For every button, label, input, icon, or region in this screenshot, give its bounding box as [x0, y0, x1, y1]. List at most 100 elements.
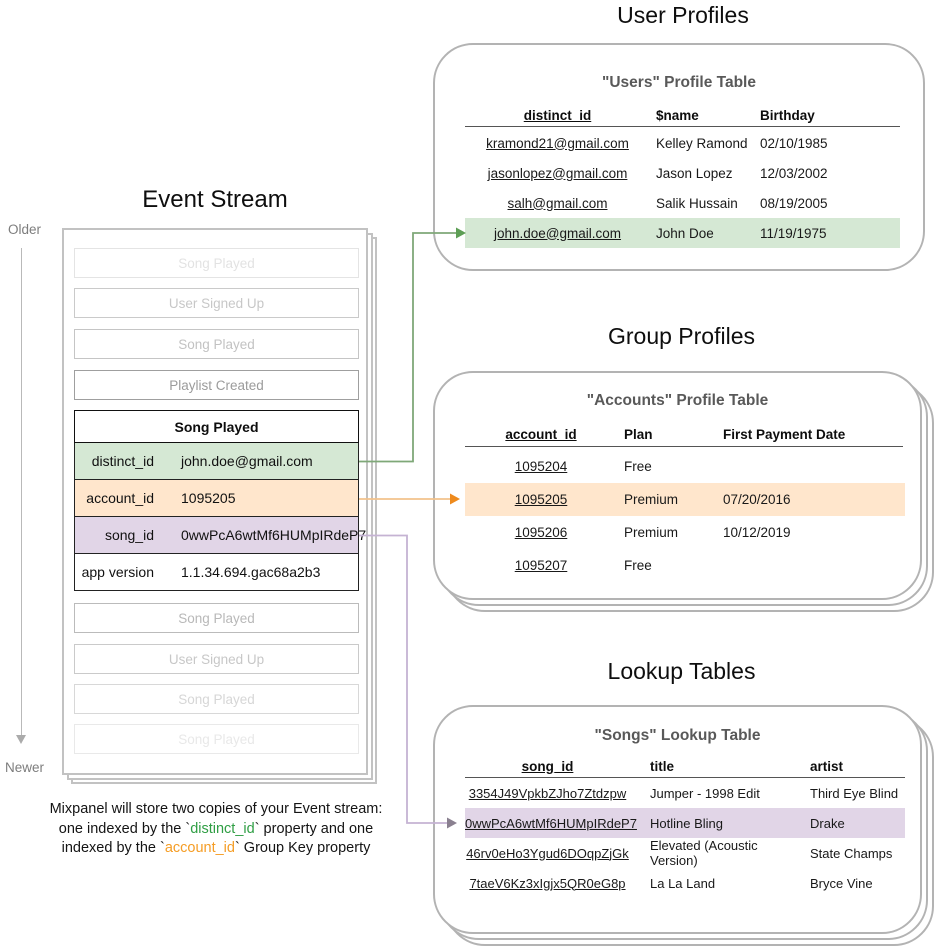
- property-key: app version: [81, 564, 154, 580]
- event-box-faded: Song Played: [74, 329, 359, 359]
- table-row: 3354J49VpkbZJho7Ztdzpw Jumper - 1998 Edi…: [465, 778, 905, 808]
- cell-plan: Free: [624, 459, 652, 474]
- property-key: account_id: [86, 490, 154, 506]
- cell-first-payment-date: 07/20/2016: [723, 492, 791, 507]
- column-header-name: $name: [656, 107, 699, 123]
- event-box: Playlist Created: [74, 370, 359, 400]
- event-box-faded: Song Played: [74, 603, 359, 633]
- caption-line-1: Mixpanel will store two copies of your E…: [49, 801, 383, 817]
- table-row: 1095206 Premium 10/12/2019: [465, 516, 905, 549]
- cell-song-id-link[interactable]: 3354J49VpkbZJho7Ztdzpw: [468, 785, 627, 801]
- table-row: 1095204 Free: [465, 450, 905, 483]
- cell-distinct-id-link[interactable]: kramond21@gmail.com: [486, 135, 629, 151]
- cell-plan: Premium: [624, 492, 679, 507]
- column-header-artist: artist: [810, 758, 844, 774]
- caption-text: ` Group Key property: [234, 840, 371, 856]
- cell-name: Salik Hussain: [656, 195, 738, 211]
- cell-birthday: 08/19/2005: [760, 195, 828, 211]
- cell-song-id-link[interactable]: 7taeV6Kz3xIgjx5QR0eG8p: [469, 875, 626, 891]
- cell-account-id-link[interactable]: 1095207: [514, 558, 568, 573]
- cell-distinct-id-link[interactable]: john.doe@gmail.com: [493, 225, 622, 241]
- cell-title: Jumper - 1998 Edit: [650, 785, 760, 801]
- cell-account-id-link[interactable]: 1095205: [514, 492, 568, 507]
- event-detail-title: Song Played: [74, 410, 359, 443]
- event-box-faded: User Signed Up: [74, 644, 359, 674]
- cell-title: La La Land: [650, 875, 716, 891]
- cell-birthday: 02/10/1985: [760, 135, 828, 151]
- caption-line-2: one indexed by the `distinct_id` propert…: [21, 820, 411, 840]
- table-row: 46rv0eHo3Ygud6DOqpZjGk Elevated (Acousti…: [465, 838, 905, 868]
- cell-birthday: 12/03/2002: [760, 165, 828, 181]
- cell-artist: Third Eye Blind: [810, 785, 899, 801]
- accounts-table-title: "Accounts" Profile Table: [586, 392, 769, 409]
- cell-birthday: 11/19/1975: [760, 225, 827, 241]
- header-divider: [465, 777, 905, 778]
- cell-name: John Doe: [656, 225, 714, 241]
- cell-distinct-id-link[interactable]: jasonlopez@gmail.com: [487, 165, 628, 181]
- property-value: 1095205: [181, 490, 236, 506]
- cell-plan: Premium: [624, 525, 679, 540]
- column-header-account-id: account_id: [505, 426, 577, 442]
- caption-line-3: indexed by the `account_id` Group Key pr…: [21, 839, 411, 859]
- cell-name: Kelley Ramond: [656, 135, 748, 151]
- cell-song-id-link[interactable]: 46rv0eHo3Ygud6DOqpZjGk: [466, 845, 629, 861]
- older-label: Older: [8, 222, 42, 237]
- arrow-down-icon: [16, 735, 26, 744]
- table-row-highlighted: 0wwPcA6wtMf6HUMpIRdeP7 Hotline Bling Dra…: [465, 808, 905, 838]
- cell-account-id-link[interactable]: 1095206: [514, 525, 568, 540]
- property-value: 1.1.34.694.gac68a2b3: [181, 564, 321, 580]
- time-axis-line: [21, 248, 22, 735]
- event-box-faded: Song Played: [74, 248, 359, 278]
- cell-artist: State Champs: [810, 845, 893, 861]
- table-row: 1095207 Free: [465, 549, 905, 582]
- accounts-table-header: account_id Plan First Payment Date: [465, 423, 905, 445]
- users-table-title: "Users" Profile Table: [602, 74, 756, 91]
- cell-title: Hotline Bling: [650, 815, 723, 831]
- newer-label: Newer: [5, 760, 45, 775]
- table-row: jasonlopez@gmail.com Jason Lopez 12/03/2…: [465, 158, 900, 188]
- cell-distinct-id-link[interactable]: salh@gmail.com: [507, 195, 608, 211]
- column-header-birthday: Birthday: [760, 107, 815, 123]
- table-row: 7taeV6Kz3xIgjx5QR0eG8p La La Land Bryce …: [465, 868, 905, 898]
- distinct-id-highlight: distinct_id: [190, 820, 255, 837]
- event-box-faded: Song Played: [74, 684, 359, 714]
- cell-song-id-link[interactable]: 0wwPcA6wtMf6HUMpIRdeP7: [465, 815, 637, 831]
- cell-first-payment-date: 10/12/2019: [723, 525, 791, 540]
- caption-text: indexed by the `: [61, 840, 165, 856]
- cell-account-id-link[interactable]: 1095204: [514, 459, 568, 474]
- event-property-row-song-id: song_id 0wwPcA6wtMf6HUMpIRdeP7: [74, 517, 366, 554]
- property-value: john.doe@gmail.com: [181, 453, 313, 469]
- cell-title: Elevated (Acoustic Version): [650, 838, 758, 868]
- cell-plan: Free: [624, 558, 652, 573]
- header-divider: [465, 446, 903, 447]
- event-box-faded: Song Played: [74, 724, 359, 754]
- cell-artist: Drake: [810, 815, 845, 831]
- cell-artist: Bryce Vine: [810, 875, 873, 891]
- event-stream-title: Event Stream: [142, 186, 288, 213]
- table-row-highlighted: 1095205 Premium 07/20/2016: [465, 483, 905, 516]
- column-header-plan: Plan: [624, 426, 653, 442]
- header-divider: [465, 126, 900, 127]
- user-profiles-title: User Profiles: [617, 2, 749, 28]
- event-box-faded: User Signed Up: [74, 288, 359, 318]
- column-header-first-payment-date: First Payment Date: [723, 426, 846, 442]
- table-row: salh@gmail.com Salik Hussain 08/19/2005: [465, 188, 900, 218]
- songs-table-header: song_id title artist: [465, 755, 905, 777]
- cell-name: Jason Lopez: [656, 165, 733, 181]
- caption-text: one indexed by the `: [58, 820, 191, 837]
- table-row: kramond21@gmail.com Kelley Ramond 02/10/…: [465, 128, 900, 158]
- users-table-header: distinct_id $name Birthday: [465, 104, 900, 126]
- column-header-distinct-id: distinct_id: [523, 107, 592, 123]
- footnote-caption: Mixpanel will store two copies of your E…: [21, 800, 411, 859]
- songs-table-title: "Songs" Lookup Table: [594, 727, 761, 744]
- lookup-tables-title: Lookup Tables: [607, 658, 756, 684]
- event-property-row-distinct-id: distinct_id john.doe@gmail.com: [74, 443, 359, 480]
- account-id-highlight: account_id: [164, 840, 235, 856]
- event-property-row-app-version: app version 1.1.34.694.gac68a2b3: [74, 554, 359, 591]
- event-property-row-account-id: account_id 1095205: [74, 480, 359, 517]
- group-profiles-title: Group Profiles: [607, 323, 755, 349]
- property-key: song_id: [104, 527, 154, 543]
- caption-text: ` property and one: [254, 820, 374, 837]
- table-row-highlighted: john.doe@gmail.com John Doe 11/19/1975: [465, 218, 900, 248]
